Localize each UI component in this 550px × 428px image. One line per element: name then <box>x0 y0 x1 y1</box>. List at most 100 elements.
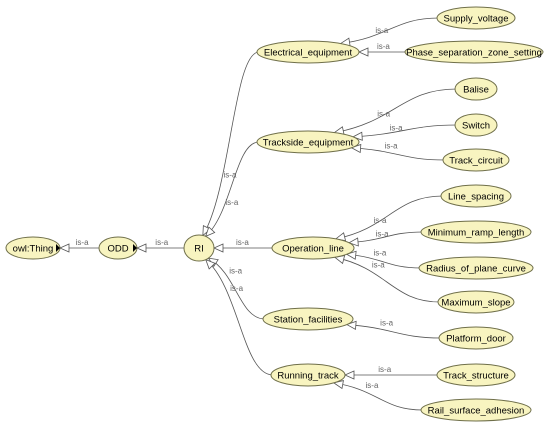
is-a-label: is-a <box>76 238 89 247</box>
node-label: Track_structure <box>443 371 509 382</box>
node-label: Radius_of_plane_curve <box>426 264 526 275</box>
node-label: Maximum_slope <box>441 298 510 309</box>
node-station-facilities[interactable]: Station_facilities <box>262 307 354 331</box>
node-ellipse[interactable] <box>442 148 510 172</box>
node-ellipse[interactable] <box>437 290 515 314</box>
node-owl-thing[interactable]: owl:Thing <box>5 236 61 260</box>
edge-line <box>208 257 266 320</box>
edge-minimum_ramp_length-to-operation_line: is-a <box>348 230 424 247</box>
is-a-arrowhead <box>204 226 216 238</box>
node-ellipse[interactable] <box>183 234 215 262</box>
is-a-label: is-a <box>224 170 237 179</box>
is-a-arrowhead <box>345 250 357 260</box>
edge-odd-to-owl_thing: is-a <box>59 238 101 253</box>
edge-line <box>333 382 424 411</box>
is-a-arrowhead <box>136 243 147 253</box>
edge-line <box>202 51 260 236</box>
edge-phase_separation-to-electrical_equipment: is-a <box>358 42 408 57</box>
is-a-label: is-a <box>380 319 393 328</box>
is-a-arrowhead <box>358 47 369 57</box>
node-rail-surface-adhesion[interactable]: Rail_surface_adhesion <box>420 398 532 422</box>
node-minimum-ramp-length[interactable]: Minimum_ramp_length <box>420 220 532 244</box>
node-running-track[interactable]: Running_track <box>270 363 346 387</box>
node-supply-voltage[interactable]: Supply_voltage <box>436 6 516 30</box>
edge-line <box>335 195 444 240</box>
is-a-label: is-a <box>229 266 242 275</box>
edge-maximum_slope-to-operation_line: is-a <box>333 255 441 303</box>
edge-line <box>334 256 441 303</box>
is-a-arrowhead <box>213 243 224 253</box>
node-label: Operation_line <box>282 244 344 255</box>
edge-line <box>346 324 442 339</box>
node-label: Balise <box>463 85 489 96</box>
edge-line <box>205 141 260 237</box>
collapsed-triangle-icon[interactable] <box>56 244 60 252</box>
edge-track_circuit-to-trackside_equipment: is-a <box>350 141 446 161</box>
node-track-circuit[interactable]: Track_circuit <box>442 148 510 172</box>
node-label: Rail_surface_adhesion <box>428 406 525 417</box>
node-ellipse[interactable] <box>404 40 544 64</box>
node-odd[interactable]: ODD <box>98 236 138 260</box>
node-track-structure[interactable]: Track_structure <box>436 363 516 387</box>
is-a-arrowhead <box>205 258 216 270</box>
edge-track_structure-to-running_track: is-a <box>344 365 439 380</box>
node-ellipse[interactable] <box>438 326 514 350</box>
edge-radius_plane_curve-to-operation_line: is-a <box>345 248 422 269</box>
is-a-label: is-a <box>375 26 388 35</box>
node-ellipse[interactable] <box>262 307 354 331</box>
is-a-label: is-a <box>378 365 391 374</box>
node-ellipse[interactable] <box>270 363 346 387</box>
node-trackside-equipment[interactable]: Trackside_equipment <box>256 130 360 154</box>
is-a-label: is-a <box>230 284 243 293</box>
node-operation-line[interactable]: Operation_line <box>271 236 355 260</box>
node-balise[interactable]: Balise <box>454 77 498 101</box>
is-a-label: is-a <box>372 261 385 270</box>
node-ellipse[interactable] <box>418 256 534 280</box>
node-platform-door[interactable]: Platform_door <box>438 326 514 350</box>
node-phase-separation[interactable]: Phase_separation_zone_setting <box>404 40 544 64</box>
node-label: Electrical_equipment <box>264 48 353 59</box>
is-a-label: is-a <box>377 110 390 119</box>
node-ellipse[interactable] <box>436 363 516 387</box>
edge-rail_surface_adhesion-to-running_track: is-a <box>332 380 424 411</box>
node-switch[interactable]: Switch <box>454 113 498 137</box>
node-ellipse[interactable] <box>454 77 498 101</box>
node-ellipse[interactable] <box>440 184 512 208</box>
is-a-label: is-a <box>366 381 379 390</box>
node-ellipse[interactable] <box>256 40 360 64</box>
edge-running_track-to-ri: is-a <box>205 258 274 376</box>
edge-platform_door-to-station_facilities: is-a <box>345 319 442 339</box>
is-a-label: is-a <box>376 230 389 239</box>
collapsed-triangle-icon[interactable] <box>133 244 137 252</box>
is-a-arrowhead <box>345 320 357 330</box>
node-label: owl:Thing <box>13 244 54 255</box>
node-label: ODD <box>107 244 128 255</box>
node-radius-plane-curve[interactable]: Radius_of_plane_curve <box>418 256 534 280</box>
node-ellipse[interactable] <box>436 6 516 30</box>
node-label: Minimum_ramp_length <box>428 228 525 239</box>
node-ellipse[interactable] <box>420 398 532 422</box>
edge-line <box>334 88 458 133</box>
node-ellipse[interactable] <box>256 130 360 154</box>
node-ri[interactable]: RI <box>183 234 215 262</box>
edge-electrical_equipment-to-ri: is-a <box>202 51 260 237</box>
is-a-label: is-a <box>225 198 238 207</box>
is-a-label: is-a <box>373 248 386 257</box>
is-a-label: is-a <box>377 42 390 51</box>
node-ellipse[interactable] <box>271 236 355 260</box>
edge-line <box>346 253 422 269</box>
node-electrical-equipment[interactable]: Electrical_equipment <box>256 40 360 64</box>
nodes-layer: owl:Thing ODD RI Electrical_equipment Supply… <box>5 6 544 422</box>
node-maximum-slope[interactable]: Maximum_slope <box>437 290 515 314</box>
node-label: Platform_door <box>446 334 506 345</box>
is-a-arrowhead <box>352 131 363 141</box>
node-label: Running_track <box>277 371 339 382</box>
edge-line <box>205 259 274 376</box>
is-a-label: is-a <box>236 238 249 247</box>
node-ellipse[interactable] <box>454 113 498 137</box>
edge-operation_line-to-ri: is-a <box>213 238 274 253</box>
node-ellipse[interactable] <box>420 220 532 244</box>
node-line-spacing[interactable]: Line_spacing <box>440 184 512 208</box>
